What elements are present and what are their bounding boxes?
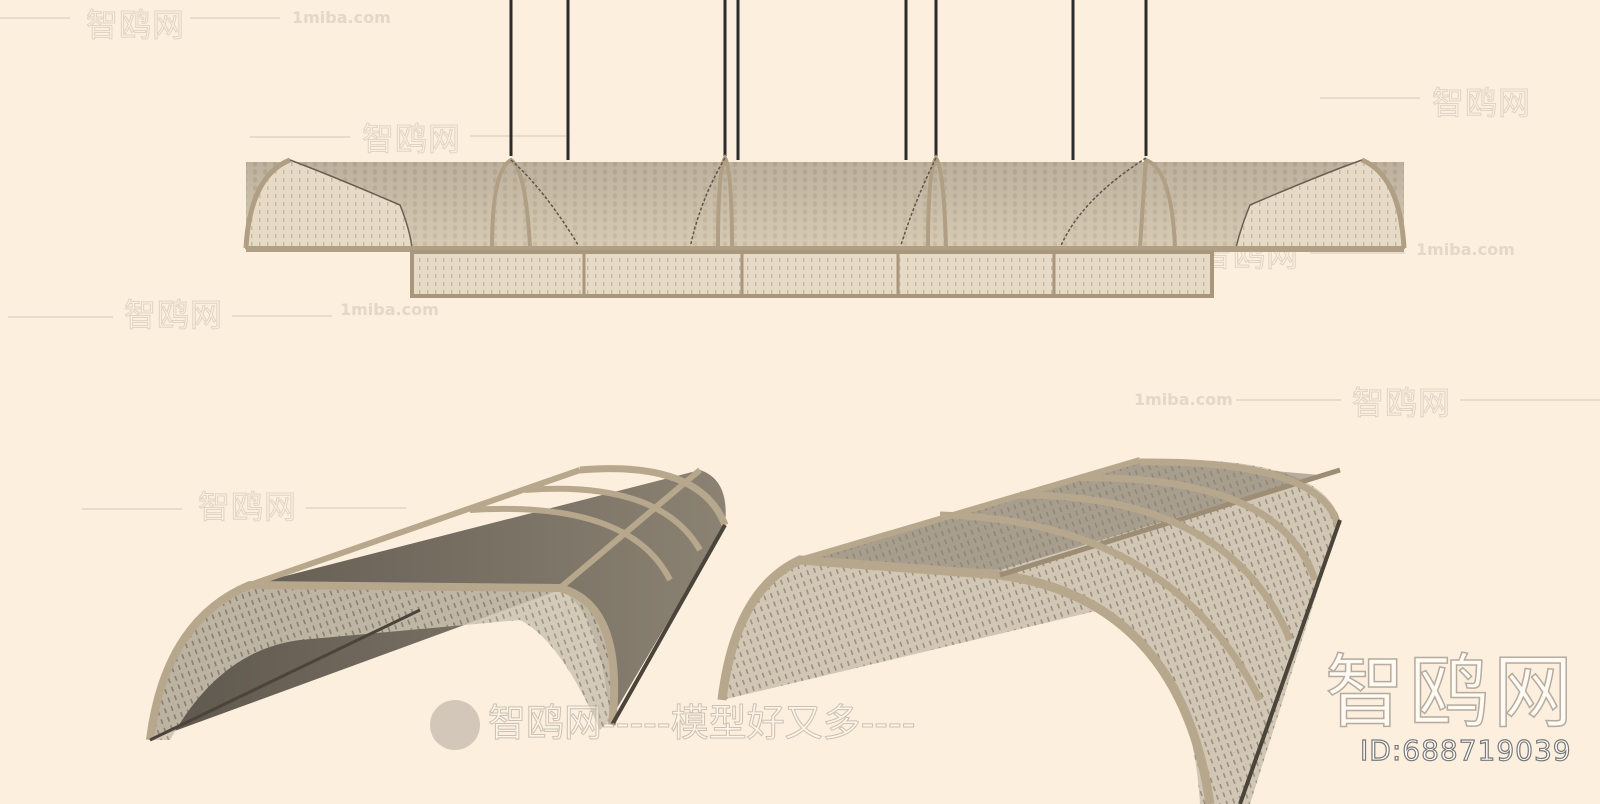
suspension-cables [509, 0, 1148, 160]
front-elevation-lamp [243, 154, 1407, 298]
watermark-brand: 智鸥网 [361, 120, 462, 159]
watermark-domain: 1miba.com [1134, 390, 1233, 409]
slogan-tail: ---- [860, 701, 916, 746]
brand-logo-icon [430, 700, 480, 750]
slogan-text: 模型好又多 [670, 701, 861, 746]
slogan-brand: 智鸥网 [487, 701, 603, 746]
watermark-dash [232, 315, 332, 317]
watermark-dash [306, 507, 406, 509]
slogan-dashes: ----- [602, 701, 672, 746]
watermark-domain: 1miba.com [340, 300, 439, 319]
watermark-dash [1320, 97, 1420, 99]
watermark-brand: 智鸥网 [1351, 384, 1452, 423]
watermark-dash [470, 135, 570, 137]
watermark-dash [0, 17, 70, 19]
watermark-dash [190, 17, 280, 19]
watermark-dash [250, 136, 350, 138]
watermark-dash [1310, 252, 1405, 254]
watermark-dash [82, 508, 182, 510]
watermark-domain: 1miba.com [1416, 240, 1515, 259]
watermark-brand: 智鸥网 [1431, 84, 1532, 123]
watermark-brand: 智鸥网 [197, 488, 298, 527]
watermark-dash [1460, 399, 1600, 401]
watermark-slogan: 智鸥网-----模型好又多---- [487, 692, 916, 747]
watermark-large-brand: 智鸥网 [1324, 645, 1577, 740]
model-id-label: ID:688719039 [1359, 733, 1572, 767]
watermark-dash [1236, 399, 1341, 401]
perspective-right-lamp [717, 457, 1342, 804]
watermark-dash [8, 316, 113, 318]
watermark-brand: 智鸥网 [85, 6, 186, 45]
watermark-brand: 智鸥网 [123, 296, 224, 335]
perspective-left-lamp [146, 465, 729, 742]
watermark-domain: 1miba.com [292, 8, 391, 27]
